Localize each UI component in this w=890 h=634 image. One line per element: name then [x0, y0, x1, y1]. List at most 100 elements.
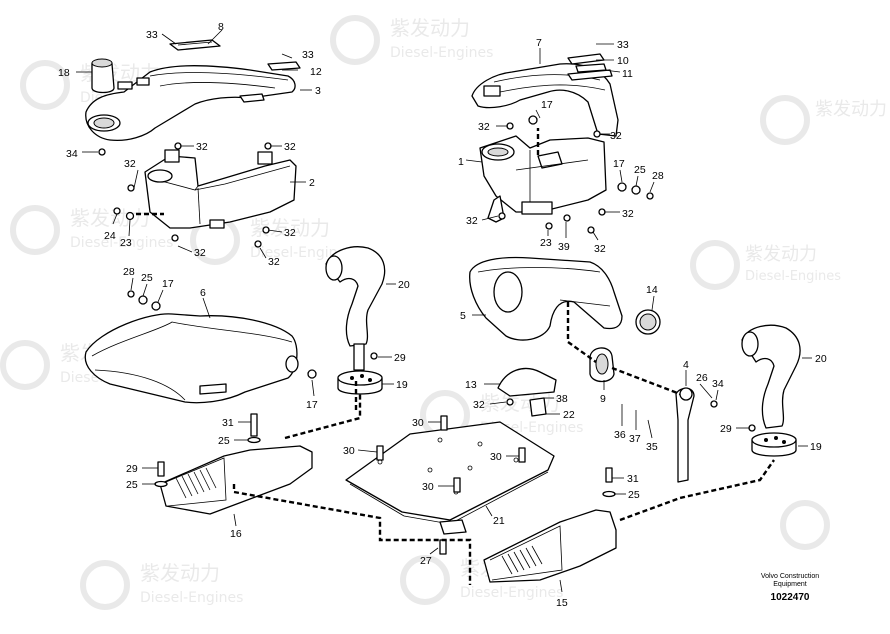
watermark-cn: 紫发动力 — [745, 244, 817, 265]
bolt — [439, 539, 447, 555]
label-19: 19 — [810, 441, 822, 453]
part-4-lever — [675, 387, 695, 483]
label-31: 31 — [627, 473, 639, 485]
label-16: 16 — [230, 528, 242, 540]
part-9-grommet — [589, 347, 615, 383]
label-35: 35 — [646, 441, 658, 453]
label-32: 32 — [194, 247, 206, 259]
label-38: 38 — [556, 393, 568, 405]
label-20: 20 — [398, 279, 410, 291]
label-28: 28 — [652, 170, 664, 182]
watermark-cn: 紫发动力 — [70, 206, 150, 230]
label-8: 8 — [218, 21, 224, 33]
washer — [617, 182, 627, 192]
label-23: 23 — [540, 237, 552, 249]
label-6: 6 — [200, 287, 206, 299]
washer — [138, 295, 148, 305]
label-15: 15 — [556, 597, 568, 609]
bolt — [563, 214, 571, 222]
part-16-step-cover-left — [159, 445, 313, 515]
bolt — [506, 398, 514, 406]
watermark-cn: 紫发动力 — [390, 16, 470, 40]
part-14-cap — [635, 309, 661, 335]
label-32: 32 — [466, 215, 478, 227]
watermark-en: Diesel-Engines — [460, 585, 563, 601]
label-23: 23 — [120, 237, 132, 249]
label-30: 30 — [343, 445, 355, 457]
label-1: 1 — [458, 156, 464, 168]
bolt — [98, 148, 106, 156]
label-12: 12 — [310, 66, 322, 78]
watermark-en: Diesel-Engines — [745, 269, 841, 284]
bolt — [453, 477, 461, 493]
label-20: 20 — [815, 353, 827, 365]
watermark-cn: 紫发动力 — [815, 99, 887, 120]
label-25: 25 — [628, 489, 640, 501]
watermark-en: Diesel-Engines — [70, 235, 173, 251]
washer — [631, 185, 641, 195]
label-30: 30 — [412, 417, 424, 429]
label-7: 7 — [536, 37, 542, 49]
label-36: 36 — [614, 429, 626, 441]
washer — [602, 490, 616, 498]
watermark-cn: 紫发动力 — [140, 561, 220, 585]
bolt — [710, 400, 718, 408]
drawing-caption: Volvo Construction Equipment 1022470 — [761, 573, 819, 603]
label-17: 17 — [613, 158, 625, 170]
part-12-plate — [267, 61, 301, 71]
label-32: 32 — [268, 256, 280, 268]
label-30: 30 — [490, 451, 502, 463]
bolt — [646, 192, 654, 200]
label-28: 28 — [123, 266, 135, 278]
label-33: 33 — [617, 39, 629, 51]
bracket-38 — [529, 397, 547, 417]
bolt — [376, 445, 384, 461]
bolt — [545, 222, 553, 230]
watermark-en: Diesel-Engines — [140, 590, 243, 606]
part-6-lower-cover-left — [84, 313, 299, 404]
label-18: 18 — [58, 67, 70, 79]
part-19-base-left — [337, 370, 383, 395]
bolt — [157, 461, 165, 477]
label-27: 27 — [420, 555, 432, 567]
label-29: 29 — [126, 463, 138, 475]
label-34: 34 — [66, 148, 78, 160]
label-9: 9 — [600, 393, 606, 405]
label-26: 26 — [696, 372, 708, 384]
assembly-dashed-lines — [136, 128, 775, 585]
fastener-set — [98, 115, 756, 555]
label-32: 32 — [196, 141, 208, 153]
part-8-panel — [169, 39, 221, 51]
label-25: 25 — [141, 272, 153, 284]
bolt — [171, 234, 179, 242]
label-32: 32 — [473, 399, 485, 411]
part-2-bracket-left — [144, 149, 297, 229]
label-14: 14 — [646, 284, 658, 296]
bolt — [440, 415, 448, 431]
bolt — [127, 184, 135, 192]
bolt — [605, 467, 613, 483]
caption-line-2: Equipment — [773, 581, 807, 588]
part-19-base-right — [751, 432, 797, 457]
part-7-upper-cover-right — [471, 63, 619, 137]
watermark-logo-3: 紫发动力 Diesel-Engines — [10, 205, 173, 255]
label-24: 24 — [104, 230, 116, 242]
bolt — [528, 115, 538, 125]
watermark-logo-11 — [780, 500, 830, 550]
label-29: 29 — [394, 352, 406, 364]
label-31: 31 — [222, 417, 234, 429]
bolt — [498, 212, 506, 220]
part-1-bracket-right — [479, 135, 607, 223]
part-18-knob — [91, 58, 115, 94]
part-20-joystick-left — [325, 246, 386, 371]
bolt — [518, 447, 526, 463]
watermark-en: Diesel-Engines — [390, 45, 493, 61]
label-2: 2 — [309, 177, 315, 189]
label-30: 30 — [422, 481, 434, 493]
watermark-logo-2: 紫发动力 Diesel-Engines — [330, 15, 493, 65]
washer — [154, 480, 168, 488]
part-21-plate — [345, 421, 555, 535]
label-17: 17 — [306, 399, 318, 411]
label-33: 33 — [146, 29, 158, 41]
